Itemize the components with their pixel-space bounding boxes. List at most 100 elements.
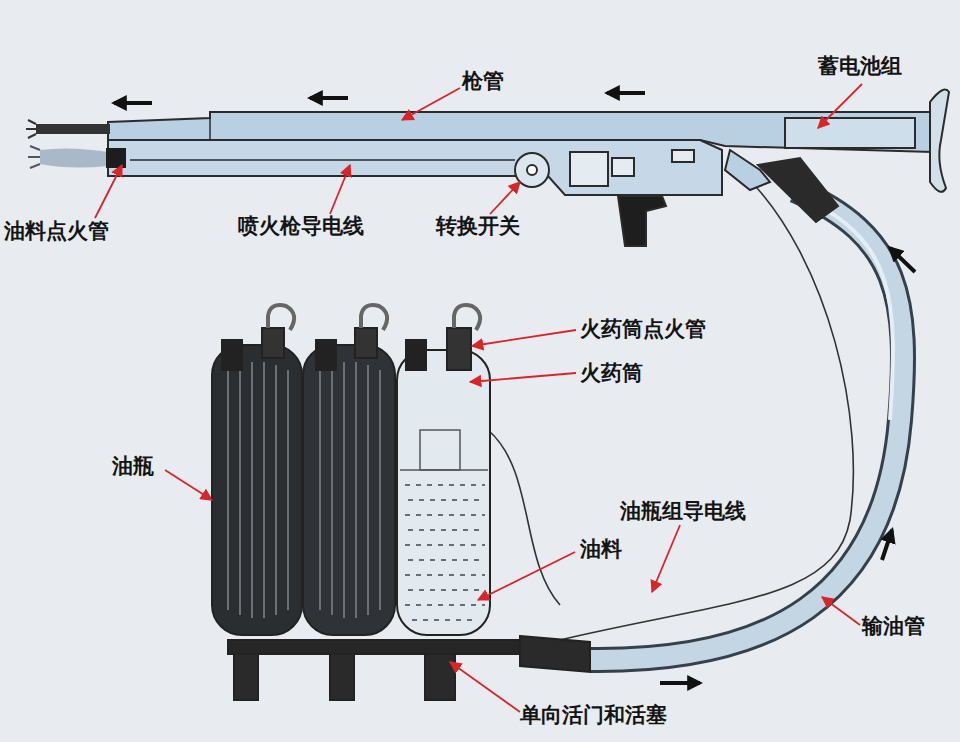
oil-tanks xyxy=(355,328,377,358)
oil-tanks xyxy=(408,559,485,561)
oil-tanks xyxy=(303,345,395,635)
part-label: 油料点火管 xyxy=(4,220,109,243)
gun xyxy=(108,90,949,246)
gun xyxy=(130,159,515,160)
flow-arrow xyxy=(890,248,915,272)
part-label: 蓄电池组 xyxy=(818,55,902,78)
nozzle xyxy=(106,148,126,168)
gun xyxy=(108,140,722,195)
oil-tanks xyxy=(331,365,333,615)
oil-hose xyxy=(590,190,903,660)
gun xyxy=(618,196,666,246)
part-label: 油料 xyxy=(580,538,622,561)
oil-tanks xyxy=(408,589,485,591)
nozzle xyxy=(40,148,108,167)
tank-wire xyxy=(560,175,853,640)
flow-arrow xyxy=(660,681,700,685)
gun xyxy=(930,90,949,192)
oil-hose xyxy=(590,190,903,660)
oil-tanks xyxy=(405,544,485,546)
tank-wire xyxy=(488,175,853,640)
oil-tanks xyxy=(520,636,590,672)
oil-tanks xyxy=(268,305,294,330)
oil-tanks xyxy=(212,305,590,700)
oil-tanks xyxy=(397,350,490,635)
oil-tanks xyxy=(330,654,354,700)
oil-tanks xyxy=(228,362,380,618)
oil-tanks xyxy=(222,340,242,370)
oil-tanks xyxy=(425,654,455,700)
oil-tanks xyxy=(367,365,369,615)
oil-tanks xyxy=(412,619,478,621)
oil-tanks xyxy=(287,370,289,610)
gun xyxy=(785,118,915,148)
flow-arrow xyxy=(310,96,348,100)
oil-tanks xyxy=(268,305,480,330)
oil-tanks xyxy=(239,365,241,615)
oil-tanks xyxy=(227,370,229,610)
oil-hose xyxy=(800,196,893,420)
nozzle xyxy=(36,124,110,134)
gun xyxy=(515,153,549,187)
leader-line xyxy=(330,165,350,214)
gun xyxy=(527,165,537,175)
part-label: 喷火枪导电线 xyxy=(238,215,364,238)
leader-line xyxy=(95,165,122,218)
oil-tanks xyxy=(405,484,485,486)
oil-tanks xyxy=(400,469,488,471)
leader-line xyxy=(818,84,862,128)
oil-tanks xyxy=(405,604,485,606)
flow-arrow xyxy=(114,93,915,683)
gun xyxy=(612,158,634,176)
leader-line xyxy=(478,552,575,600)
oil-tanks xyxy=(447,328,471,370)
oil-hose xyxy=(590,190,903,660)
oil-tanks xyxy=(316,340,336,370)
gun xyxy=(758,158,838,222)
oil-tanks xyxy=(361,305,387,330)
leader-line xyxy=(822,597,860,625)
gun xyxy=(570,152,608,186)
oil-tanks xyxy=(408,499,485,501)
part-label: 转换开关 xyxy=(436,215,520,238)
oil-tanks xyxy=(343,362,345,618)
flow-arrow xyxy=(607,91,645,95)
part-label: 火药筒点火管 xyxy=(580,318,706,341)
oil-tanks xyxy=(420,430,460,470)
nozzle xyxy=(28,146,40,168)
leader-line xyxy=(470,373,576,382)
oil-tanks xyxy=(234,654,258,700)
leader-line xyxy=(95,84,862,712)
nozzle xyxy=(26,120,126,168)
part-label: 单向活门和活塞 xyxy=(520,704,667,727)
part-label: 输油管 xyxy=(862,615,925,638)
oil-tanks xyxy=(405,574,485,576)
part-label: 枪管 xyxy=(462,70,504,93)
part-label: 油瓶组导电线 xyxy=(620,500,746,523)
oil-tanks xyxy=(406,340,426,370)
tank-wire xyxy=(488,430,560,605)
oil-tanks xyxy=(263,362,265,618)
oil-tanks xyxy=(405,514,485,516)
oil-tanks xyxy=(262,328,284,358)
part-label: 油瓶 xyxy=(112,455,154,478)
gun xyxy=(672,150,694,162)
oil-tanks xyxy=(355,362,357,618)
oil-tanks xyxy=(454,305,480,330)
leader-line xyxy=(450,662,520,712)
oil-tanks xyxy=(275,365,277,615)
part-label: 火药筒 xyxy=(580,362,643,385)
nozzle xyxy=(26,120,36,138)
leader-line xyxy=(165,470,212,500)
oil-tanks xyxy=(379,370,381,610)
oil-tanks xyxy=(212,345,302,635)
flow-arrow xyxy=(882,530,892,560)
leader-line xyxy=(490,182,520,214)
oil-tanks xyxy=(319,370,321,610)
leader-line xyxy=(402,88,460,120)
oil-tanks xyxy=(408,529,485,531)
oil-tanks xyxy=(228,640,550,654)
leader-line xyxy=(472,330,576,346)
flow-arrow xyxy=(114,101,152,105)
